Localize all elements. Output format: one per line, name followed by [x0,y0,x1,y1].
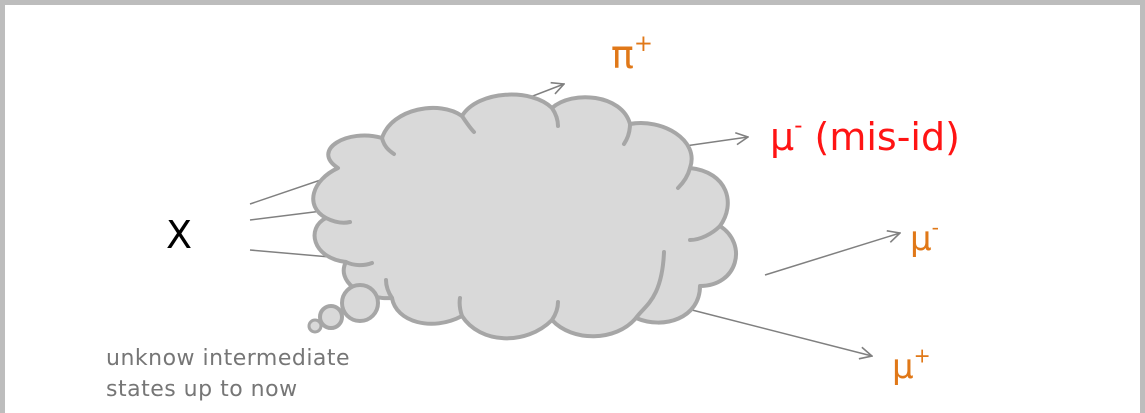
source-particle-label: X [166,213,193,257]
thought-bubble-large [340,283,380,323]
cloud-note-line-1: unknow intermediate [106,346,351,371]
product-mu-minus-symbol: μ [910,219,932,259]
thought-bubble-medium [318,304,344,330]
product-mu-misid-symbol: μ [770,115,795,159]
product-pi-plus-charge: + [633,30,653,57]
thought-cloud [307,92,738,341]
product-mu-plus-charge: + [913,343,931,368]
arrow-mu-plus [691,309,872,356]
product-mu-misid-suffix: (mis-id) [802,115,960,159]
incoming-line-bottom [249,249,331,258]
product-mu-minus-charge: - [931,215,939,240]
arrow-mu-misid [684,137,748,147]
cloud-note: unknow intermediate states up to now [106,343,350,405]
product-pi-plus-symbol: π [611,33,634,77]
product-mu-plus-label: μ+ [892,346,931,387]
product-mu-misid-label: μ- (mis-id) [770,115,960,159]
arrow-mu-minus [764,233,900,276]
product-pi-plus-label: π+ [611,33,653,77]
product-mu-plus-symbol: μ [892,347,914,387]
cloud-note-line-2: states up to now [106,377,298,402]
product-mu-minus-label: μ- [910,218,939,259]
thought-bubble-small [307,318,323,334]
product-mu-misid-charge: - [794,112,803,139]
